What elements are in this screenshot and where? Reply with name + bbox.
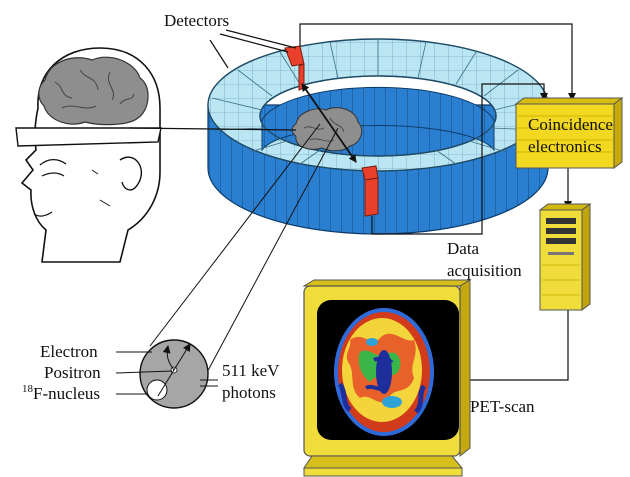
patient-head	[16, 48, 161, 262]
nucleus-marker	[147, 380, 167, 400]
pet-scan-label: PET-scan	[470, 397, 535, 416]
pet-monitor	[304, 280, 470, 476]
photons-label-line2: photons	[222, 383, 276, 402]
annihilation-zoom	[140, 340, 208, 408]
data-label-line2: acquisition	[447, 261, 522, 280]
detectors-label: Detectors	[164, 11, 229, 30]
coincidence-label-line1: Coincidence	[528, 115, 613, 134]
nucleus-mass-number: 18	[22, 383, 34, 395]
coincidence-label-line2: electronics	[528, 137, 602, 156]
nucleus-label: 18F-nucleus	[22, 383, 100, 403]
data-label-line1: Data	[447, 239, 480, 258]
electron-label: Electron	[40, 342, 98, 361]
ring-brain	[292, 108, 361, 151]
data-acquisition-computer	[540, 204, 590, 310]
positron-label: Positron	[44, 363, 101, 382]
photons-label-line1: 511 keV	[222, 361, 280, 380]
detector-ring	[208, 39, 548, 234]
pet-scan-image	[334, 308, 434, 436]
nucleus-symbol: F-nucleus	[33, 384, 100, 403]
